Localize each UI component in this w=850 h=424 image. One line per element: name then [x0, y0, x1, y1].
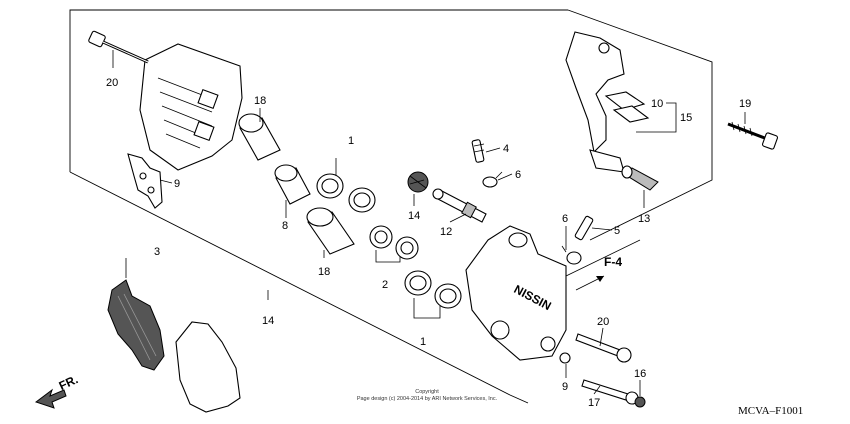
copyright-line-2: Page design (c) 2004-2014 by ARI Network…	[357, 396, 498, 402]
callout-6-top: 6	[515, 169, 521, 181]
slide-pin-boot[interactable]	[274, 164, 311, 205]
front-direction-arrow[interactable]: FR.	[34, 372, 80, 409]
callout-4: 4	[503, 143, 509, 155]
callout-12: 13	[638, 213, 650, 225]
callout-9: 9	[562, 381, 568, 393]
callout-18-bottom: 18	[318, 266, 330, 278]
callout-10: 10	[651, 98, 663, 110]
diagram-code: MCVA–F1001	[738, 405, 803, 417]
reference-label: F-4	[604, 255, 622, 269]
pad-spring[interactable]	[127, 153, 163, 209]
o-ring-9[interactable]	[559, 352, 571, 364]
callout-5: 5	[614, 225, 620, 237]
callout-2: 2	[382, 279, 388, 291]
bracket-pin[interactable]	[621, 165, 659, 191]
callout-labels: 20 18 1 9 8 14 12 18 2 1 4 6 6 5 10 15 1…	[106, 77, 751, 409]
callout-1-top: 1	[348, 135, 354, 147]
bleeder-screw-top[interactable]	[471, 139, 485, 163]
brake-pad-set[interactable]	[107, 279, 241, 413]
assembly-frame	[69, 9, 713, 404]
piston-seal-set-middle[interactable]	[369, 225, 419, 260]
bolt-19[interactable]	[727, 121, 779, 150]
plug-16[interactable]	[634, 396, 646, 408]
callout-18-top: 18	[254, 95, 266, 107]
reference-f4[interactable]: F-4	[575, 255, 622, 291]
callout-20-lower: 20	[597, 316, 609, 328]
callout-19: 19	[739, 98, 751, 110]
callout-3: 3	[154, 246, 160, 258]
bolt-20-lower[interactable]	[575, 333, 632, 363]
callout-17: 17	[588, 397, 600, 409]
slide-pin[interactable]	[432, 188, 487, 223]
pad-retainer-clips[interactable]	[604, 91, 650, 123]
callout-14: 14	[262, 315, 274, 327]
callout-15: 15	[680, 112, 692, 124]
callout-20-top: 20	[106, 77, 118, 89]
pin-boot[interactable]	[407, 171, 429, 193]
callout-8: 9	[174, 178, 180, 190]
caliper-body-outer[interactable]	[139, 43, 243, 171]
copyright-line-1: Copyright	[415, 389, 439, 395]
direction-label: FR.	[57, 372, 80, 393]
callout-6-lower: 6	[562, 213, 568, 225]
callout-11: 12	[440, 226, 452, 238]
caliper-body-inner[interactable]: NISSIN	[465, 225, 567, 361]
bleeder-screw-lower[interactable]	[574, 215, 594, 241]
bolt-20-top[interactable]	[88, 30, 149, 64]
callout-7: 8	[282, 220, 288, 232]
slide-sleeve-top[interactable]	[238, 113, 281, 161]
bleeder-cap-top[interactable]	[482, 171, 503, 188]
copyright-notice: Copyright Page design (c) 2004-2014 by A…	[357, 389, 498, 402]
leader-lines	[112, 50, 746, 396]
callout-13: 14	[408, 210, 420, 222]
piston-seal-set-top[interactable]	[316, 173, 376, 213]
piston-seal-set-bottom[interactable]	[404, 270, 462, 309]
bleeder-cap-lower[interactable]	[561, 245, 582, 265]
callout-1-bottom: 1	[420, 336, 426, 348]
callout-16: 16	[634, 368, 646, 380]
slide-sleeve-bottom[interactable]	[306, 207, 355, 255]
